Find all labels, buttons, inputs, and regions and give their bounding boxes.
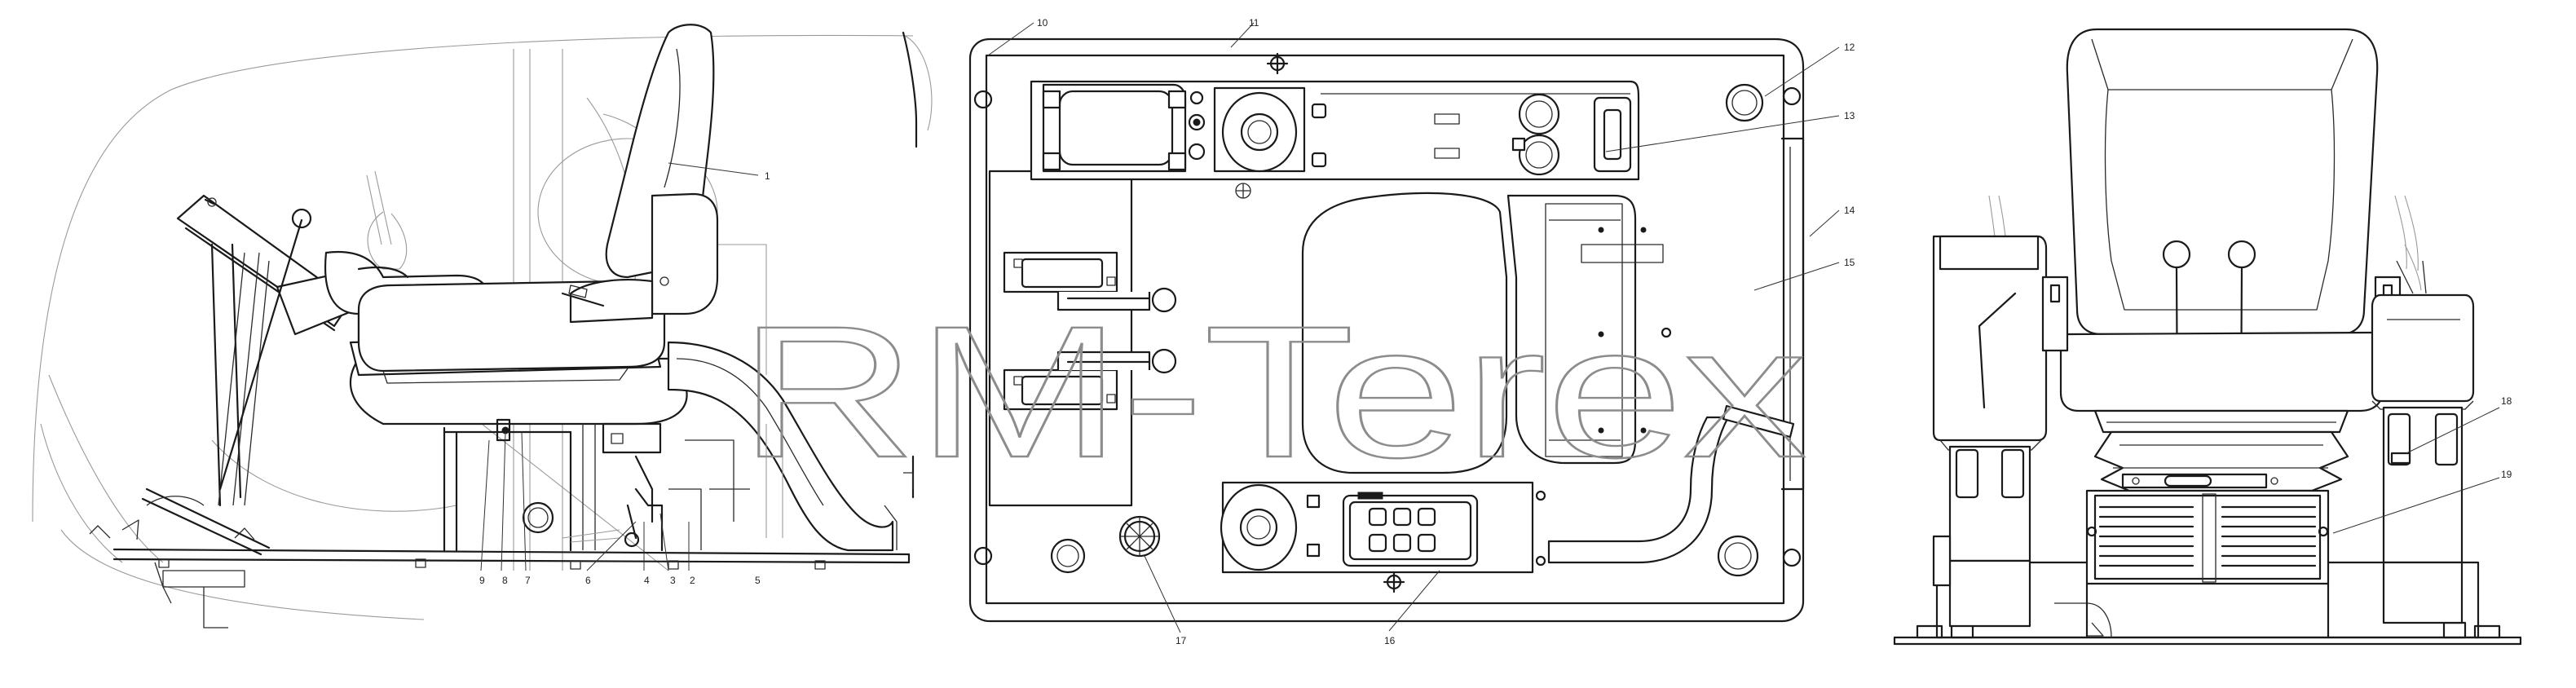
callout-6: 6	[585, 575, 591, 586]
watermark: RM-Terex	[739, 287, 1806, 496]
callout-11: 11	[1249, 17, 1259, 29]
callout-17: 17	[1176, 635, 1187, 646]
callout-18: 18	[2501, 395, 2512, 407]
callout-4: 4	[644, 575, 650, 586]
callout-16: 16	[1384, 635, 1396, 646]
callout-13: 13	[1844, 110, 1855, 121]
callout-5: 5	[755, 575, 761, 586]
front-view	[1893, 28, 2522, 646]
callout-7: 7	[525, 575, 531, 586]
top-view	[968, 22, 1840, 633]
callout-8: 8	[502, 575, 508, 586]
callout-15: 15	[1844, 257, 1855, 268]
callout-2: 2	[690, 575, 695, 586]
callout-labels: 1 2 3 4 5 6 7 8 9 10 11 12 13 14 15 16 1…	[479, 17, 2512, 646]
callout-14: 14	[1844, 205, 1855, 216]
callout-3: 3	[670, 575, 676, 586]
callout-9: 9	[479, 575, 485, 586]
callout-12: 12	[1844, 42, 1855, 53]
callout-1: 1	[765, 170, 770, 182]
side-view	[32, 24, 933, 628]
callout-19: 19	[2501, 469, 2512, 480]
vent-lines	[2098, 505, 2317, 567]
callout-10: 10	[1037, 17, 1048, 29]
